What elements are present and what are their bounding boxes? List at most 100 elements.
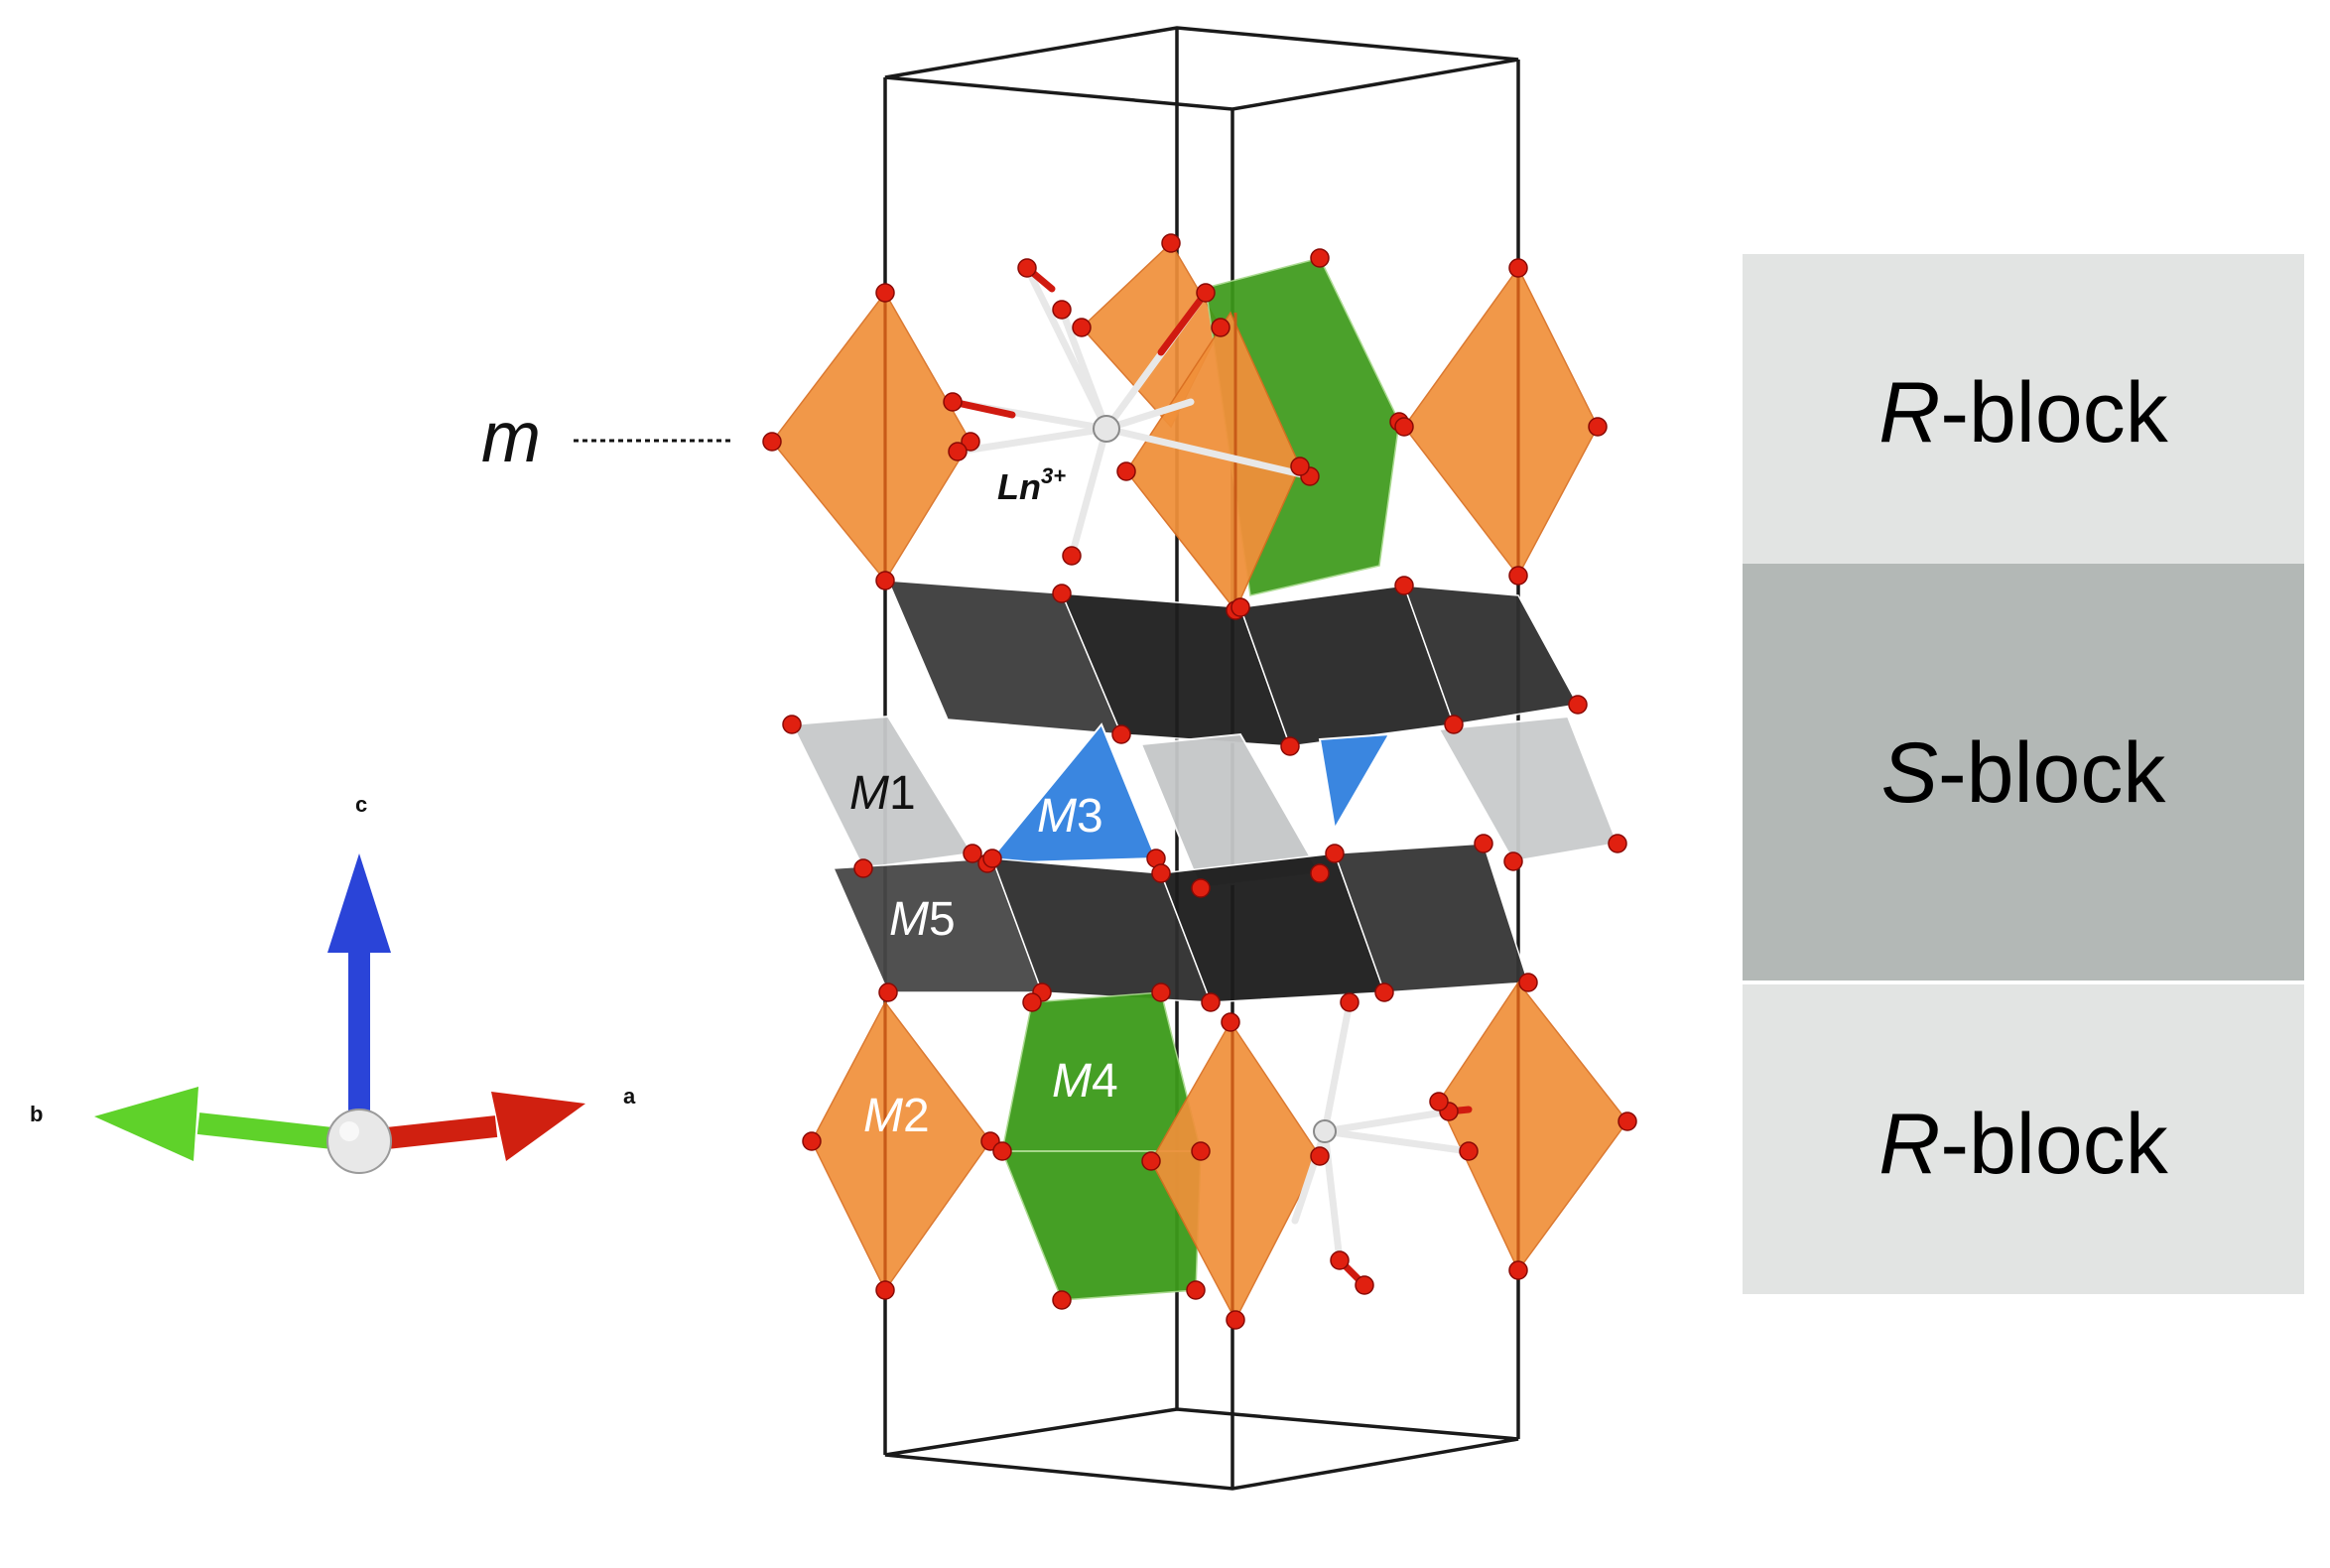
- site-label-m2: M2: [863, 1090, 930, 1142]
- oxygen-atom: [1151, 982, 1171, 1002]
- oxygen-atom: [963, 844, 982, 863]
- oxygen-atom: [1221, 1012, 1240, 1032]
- oxygen-atom: [1518, 973, 1538, 992]
- orange-octahedron: [1438, 980, 1628, 1272]
- oxygen-atom: [762, 432, 782, 452]
- site-label-m5: M5: [889, 893, 956, 946]
- oxygen-atom: [1325, 844, 1345, 863]
- oxygen-atom: [1444, 715, 1464, 734]
- oxygen-atom: [961, 432, 980, 452]
- oxygen-atom: [1355, 1275, 1374, 1295]
- a-axis-label: a: [623, 1084, 636, 1109]
- oxygen-atom: [992, 1141, 1012, 1161]
- oxygen-atoms: [762, 233, 1637, 1330]
- oxygen-atom: [853, 858, 873, 878]
- oxygen-atom: [1508, 1260, 1528, 1280]
- oxygen-atom: [875, 283, 895, 303]
- spinel-blue-tetrahedron: [984, 722, 1158, 865]
- ln-cation-sphere: [1093, 415, 1120, 443]
- oxygen-atom: [1508, 566, 1528, 586]
- oxygen-atom: [1191, 1141, 1211, 1161]
- oxygen-atom: [1201, 992, 1221, 1012]
- oxygen-atom: [1151, 863, 1171, 883]
- oxygen-atom: [1196, 283, 1216, 303]
- b-axis-label: b: [30, 1102, 43, 1126]
- oxygen-atom: [982, 849, 1002, 868]
- oxygen-atom: [1052, 1290, 1072, 1310]
- oxygen-atom: [1459, 1141, 1479, 1161]
- r-block-top-panel: [1743, 254, 2304, 564]
- oxygen-atom: [1568, 695, 1588, 715]
- oxygen-atom: [1394, 576, 1414, 595]
- oxygen-atom: [1310, 1146, 1330, 1166]
- spinel-light-octahedron: [1437, 715, 1619, 863]
- oxygen-atom: [1588, 417, 1608, 437]
- oxygen-atom: [1186, 1280, 1206, 1300]
- ln-coordination-bonds: [949, 264, 1314, 560]
- site-label-m1: M1: [849, 767, 916, 820]
- oxygen-atom: [1072, 318, 1092, 337]
- oxygen-atom: [1161, 233, 1181, 253]
- oxygen-atom: [1618, 1111, 1637, 1131]
- site-label-m4: M4: [1052, 1055, 1118, 1108]
- oxygen-atom: [1394, 417, 1414, 437]
- oxygen-atom: [1052, 300, 1072, 320]
- oxygen-atom: [1429, 1092, 1449, 1111]
- oxygen-atom: [943, 392, 963, 412]
- oxygen-atom: [1608, 834, 1627, 853]
- orange-octahedron: [1403, 266, 1599, 578]
- oxygen-atom: [1310, 863, 1330, 883]
- oxygen-atom: [782, 715, 802, 734]
- s-block-label: S-block: [1881, 725, 2167, 821]
- lower-r-block-polyhedra: [811, 980, 1628, 1322]
- oxygen-atom: [1503, 851, 1523, 871]
- ln-coordination-bonds-lower: [1291, 998, 1473, 1289]
- oxygen-atom: [1290, 457, 1310, 476]
- oxygen-atom: [875, 571, 895, 590]
- oxygen-atom: [1374, 982, 1394, 1002]
- block-panels: R-block S-block R-block: [1743, 254, 2304, 1294]
- oxygen-atom: [875, 1280, 895, 1300]
- ln-cation-label: Ln3+: [997, 463, 1066, 507]
- oxygen-atom: [948, 442, 968, 461]
- oxygen-atom: [1230, 597, 1250, 617]
- oxygen-atom: [878, 982, 898, 1002]
- oxygen-atom: [1111, 724, 1131, 744]
- oxygen-atom: [1062, 546, 1082, 566]
- oxygen-atom: [1280, 736, 1300, 756]
- oxygen-atom: [1116, 461, 1136, 481]
- mirror-plane-label: m: [481, 398, 541, 477]
- oxygen-atom: [1474, 834, 1493, 853]
- r-block-bottom-label: R-block: [1878, 1097, 2169, 1192]
- oxygen-atom: [1022, 992, 1042, 1012]
- axes-origin-sphere: [326, 1109, 392, 1174]
- s-block-panel: [1743, 564, 2304, 982]
- oxygen-atom: [802, 1131, 822, 1151]
- oxygen-atom: [1211, 318, 1230, 337]
- b-axis-arrowhead: [94, 1087, 198, 1161]
- r-block-top-label: R-block: [1878, 365, 2169, 460]
- oxygen-atom: [1141, 1151, 1161, 1171]
- oxygen-atom: [1052, 584, 1072, 603]
- oxygen-atom: [1191, 878, 1211, 898]
- oxygen-atom: [1017, 258, 1037, 278]
- oxygen-atom: [1508, 258, 1528, 278]
- structure-labels: m Ln3+ M1 M2 M3 M4 M5: [481, 398, 1118, 1142]
- c-axis-label: c: [355, 792, 367, 817]
- spinel-blue-tetrahedron: [1318, 732, 1391, 832]
- ln-cation-sphere: [1313, 1119, 1337, 1143]
- oxygen-atom: [1340, 992, 1359, 1012]
- oxygen-atom: [1310, 248, 1330, 268]
- orange-octahedron: [771, 291, 971, 583]
- axes-triad: c b a: [30, 792, 636, 1174]
- oxygen-atom: [1330, 1250, 1350, 1270]
- orange-octahedron: [811, 1000, 991, 1292]
- spinel-layer: [790, 580, 1619, 1003]
- c-axis-arrowhead: [327, 853, 391, 953]
- site-label-m3: M3: [1037, 790, 1103, 843]
- oxygen-atom: [1226, 1310, 1245, 1330]
- a-axis-arrowhead: [491, 1092, 585, 1161]
- upper-r-block-polyhedra: [771, 241, 1599, 612]
- r-block-bottom-panel: [1743, 984, 2304, 1294]
